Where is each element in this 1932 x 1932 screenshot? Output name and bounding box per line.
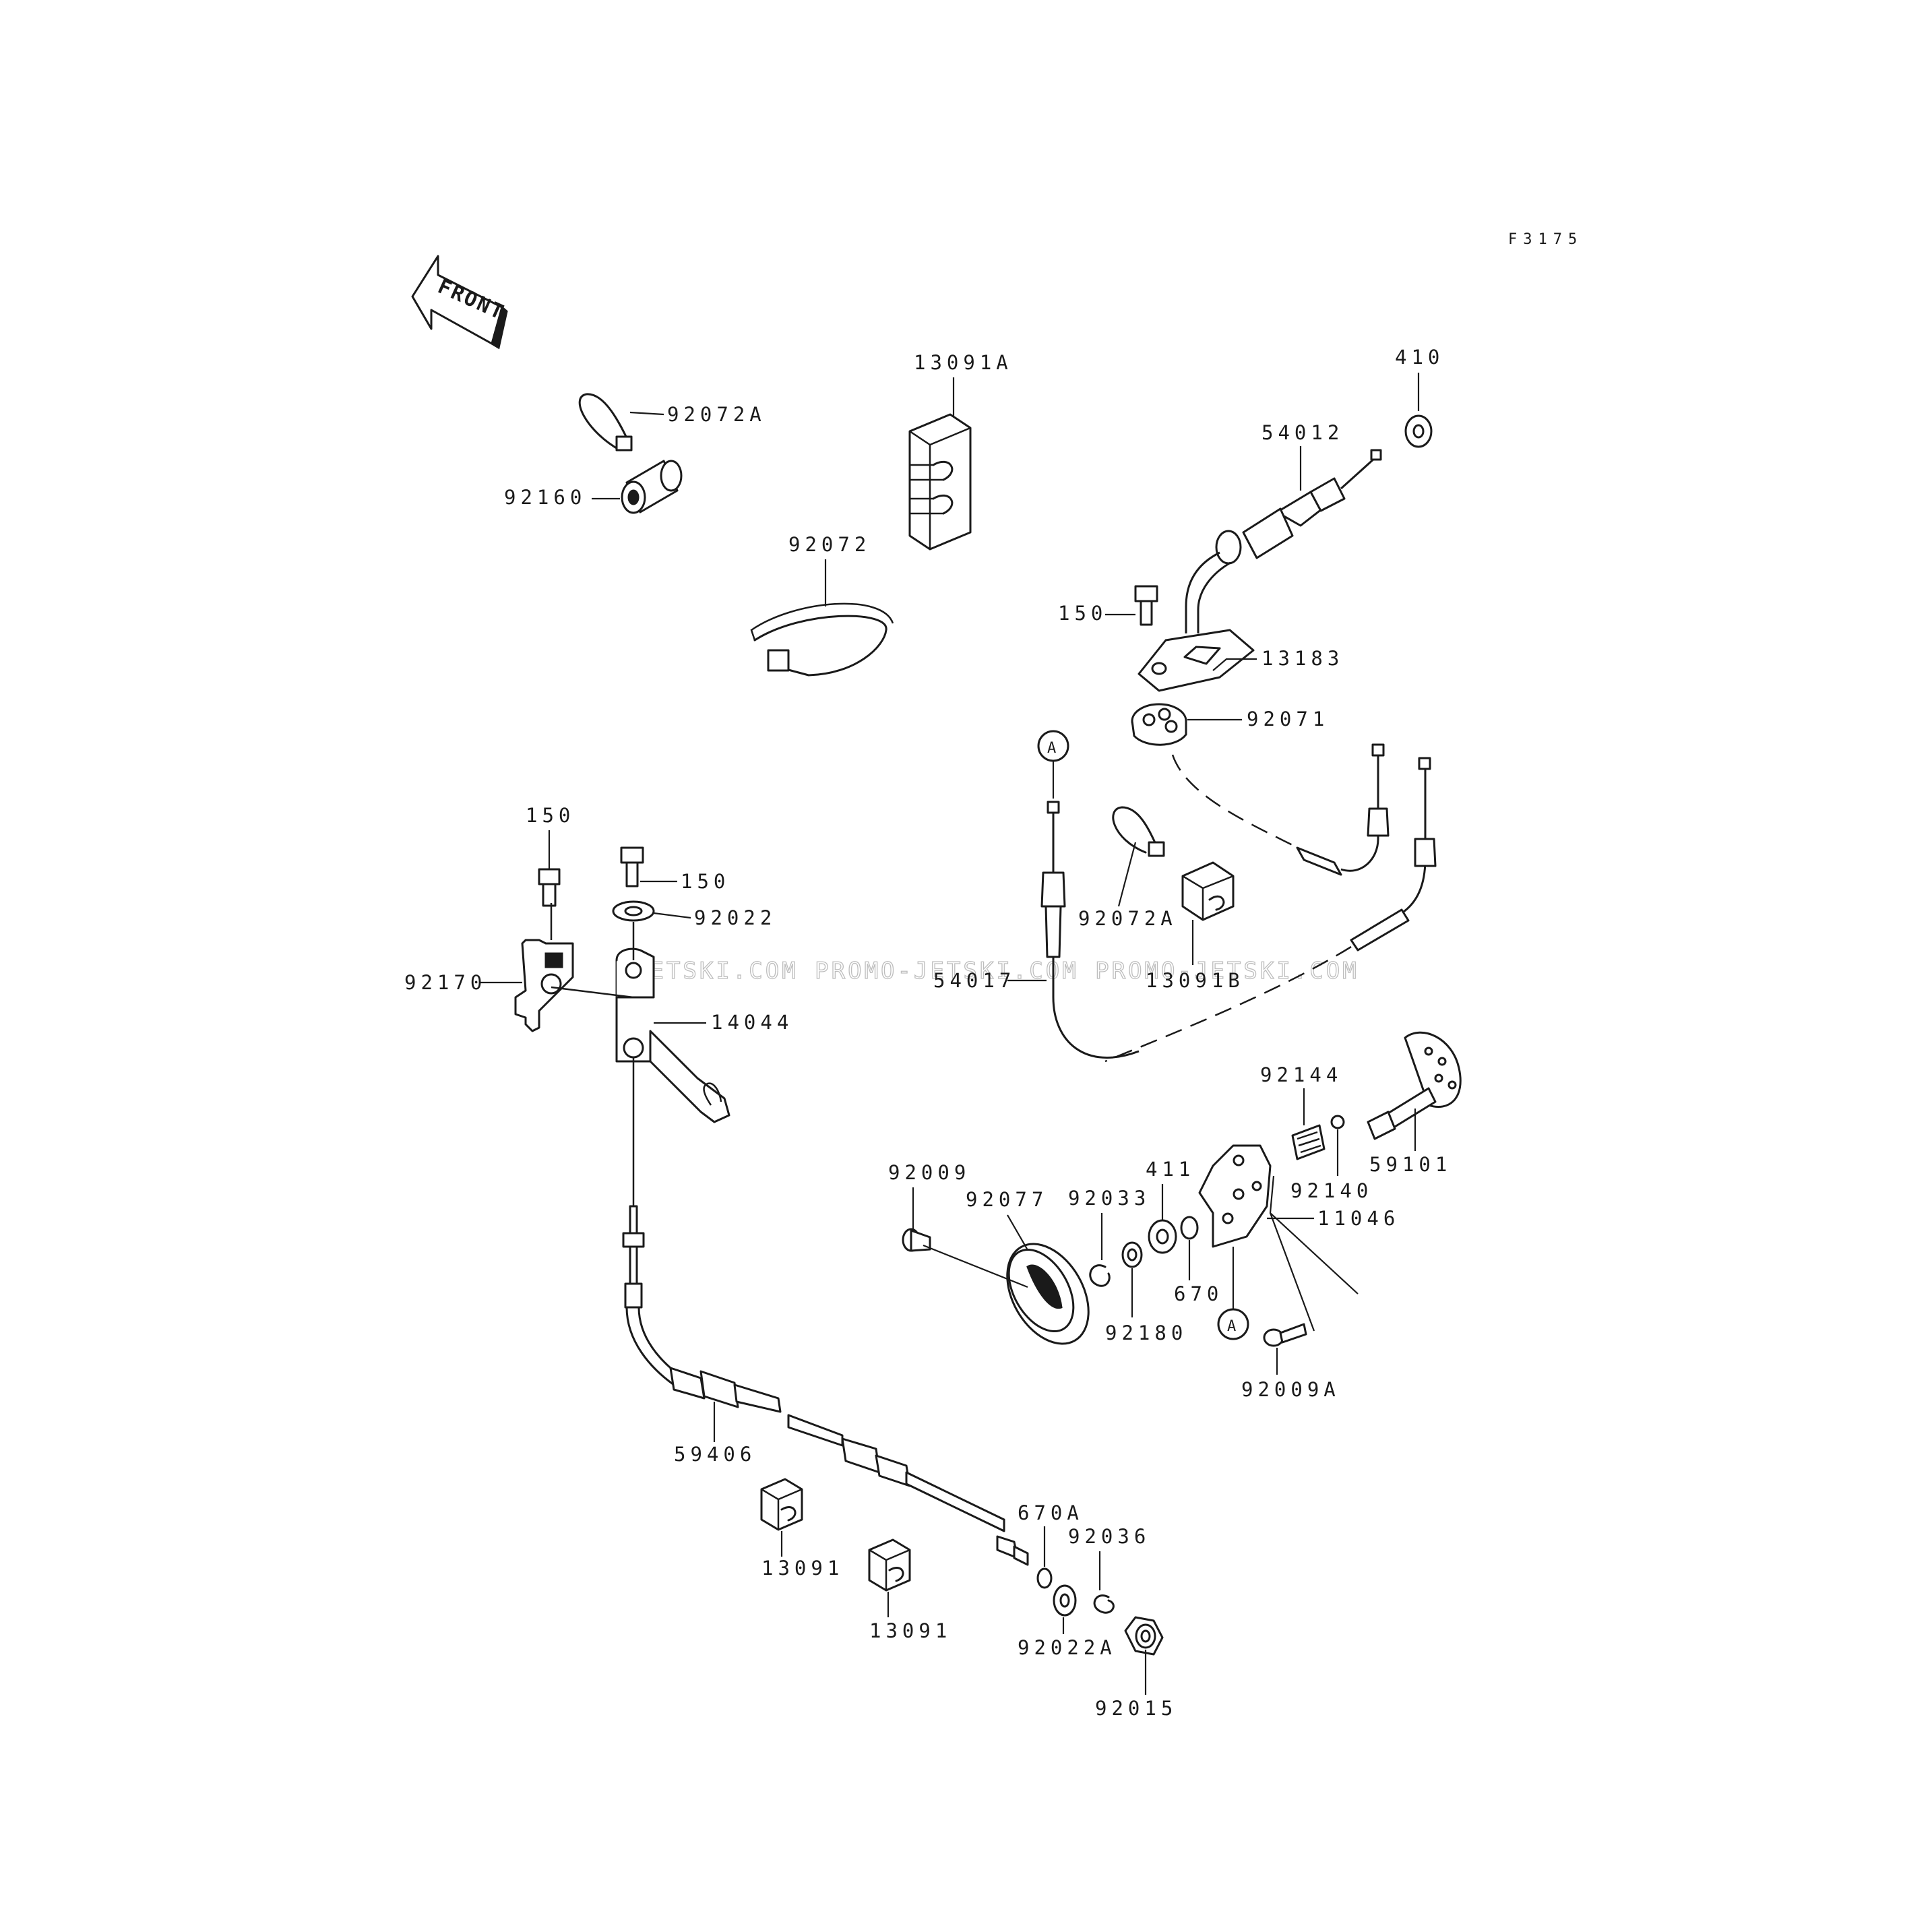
- part-label: 92170: [404, 971, 487, 994]
- cable-holder-13091a: [908, 413, 972, 551]
- front-arrow-icon: FRONT: [411, 255, 509, 350]
- cable-54017: A: [1037, 730, 1140, 1059]
- bolt-150-center: [620, 846, 644, 887]
- part-label: 13091: [869, 1619, 952, 1642]
- part-label: 150: [1058, 602, 1107, 625]
- callout-a-bottom: A: [1217, 1247, 1249, 1340]
- callout-a-top: A: [1047, 740, 1056, 757]
- nut-92015: [1124, 1616, 1164, 1656]
- part-label: 92022A: [1018, 1636, 1117, 1659]
- part-label: 92072: [788, 533, 871, 556]
- washer-410: [1404, 414, 1433, 448]
- leader-line: [923, 1244, 1028, 1288]
- plate-13183: [1138, 629, 1255, 692]
- part-label: 11046: [1317, 1207, 1400, 1230]
- part-label: 13091: [761, 1557, 844, 1580]
- part-labels: 92072A 92160 13091A 92072 410 54012 150 …: [404, 346, 1452, 1720]
- part-label: 92036: [1068, 1525, 1150, 1548]
- holder-13091-right: [868, 1538, 911, 1592]
- callout-a-bottom-letter: A: [1227, 1318, 1236, 1335]
- ring-670: [1180, 1216, 1199, 1240]
- part-label: 13091B: [1146, 969, 1245, 992]
- cable-59406: [622, 1205, 1029, 1566]
- part-label: 150: [681, 870, 730, 893]
- bolt-150-top: [1134, 585, 1158, 626]
- bracket-14044: [615, 947, 730, 1123]
- grommet-92071: [1131, 703, 1187, 746]
- clip-92036: [1093, 1594, 1115, 1614]
- figure-code: F3175: [1508, 231, 1583, 248]
- part-label: 670A: [1018, 1501, 1084, 1524]
- part-label: 13183: [1261, 647, 1344, 670]
- bracket-11046: [1198, 1144, 1272, 1248]
- e-clip-92033: [1089, 1264, 1111, 1287]
- part-label: 411: [1146, 1158, 1195, 1181]
- part-label: 59101: [1369, 1153, 1452, 1176]
- part-label: 410: [1395, 346, 1444, 369]
- part-label: 92144: [1260, 1063, 1342, 1086]
- part-label: 92180: [1105, 1321, 1187, 1344]
- cable-54012: [1185, 449, 1382, 633]
- shaft-59101: [1367, 1031, 1462, 1140]
- ball-92140: [1330, 1115, 1345, 1129]
- part-label: 92022: [694, 906, 776, 929]
- holder-13091-left: [760, 1478, 803, 1531]
- cable-tie-92072a-middle: [1112, 806, 1165, 857]
- cable-holder-13091b: [1181, 861, 1235, 921]
- watermark-text: JETSKI.COM PROMO-JETSKI.COM PROMO-JETSKI…: [633, 958, 1359, 985]
- part-label: 670: [1174, 1282, 1223, 1305]
- knob-92077: [1006, 1243, 1090, 1345]
- cable-tie-92072a: [578, 393, 633, 451]
- washer-92180: [1121, 1241, 1143, 1268]
- part-label: 92009A: [1241, 1378, 1340, 1401]
- part-label: 150: [526, 804, 575, 827]
- washer-92022: [612, 900, 655, 922]
- part-label: 92071: [1247, 708, 1329, 730]
- bracket-92170: [514, 939, 574, 1032]
- part-label: 92077: [966, 1188, 1048, 1211]
- spring-92144: [1291, 1124, 1326, 1160]
- screw-92009: [902, 1228, 931, 1252]
- part-label: 92009: [888, 1161, 970, 1184]
- part-label: 54012: [1261, 421, 1344, 444]
- ring-670a: [1036, 1567, 1053, 1589]
- grommet-92160: [621, 460, 683, 514]
- washer-92022a: [1053, 1584, 1077, 1617]
- cable-tie-92072: [750, 602, 894, 677]
- leader-line: [551, 986, 634, 999]
- screw-92009a: [1263, 1323, 1307, 1347]
- washer-411: [1148, 1219, 1177, 1254]
- part-label: 92072A: [1078, 907, 1177, 930]
- leader-line: [1269, 1175, 1359, 1332]
- part-label: 59406: [674, 1443, 756, 1466]
- part-label: 92015: [1095, 1697, 1177, 1720]
- part-label: 92160: [504, 486, 586, 509]
- throttle-cable-ends: [1104, 743, 1437, 1063]
- part-label: 54017: [933, 969, 1016, 992]
- part-label: 14044: [711, 1011, 793, 1034]
- part-label: 92033: [1068, 1187, 1150, 1210]
- part-label: 92140: [1290, 1179, 1373, 1202]
- bolt-150-left: [538, 868, 561, 907]
- part-label: 92072A: [667, 403, 766, 426]
- part-label: 13091A: [914, 351, 1013, 374]
